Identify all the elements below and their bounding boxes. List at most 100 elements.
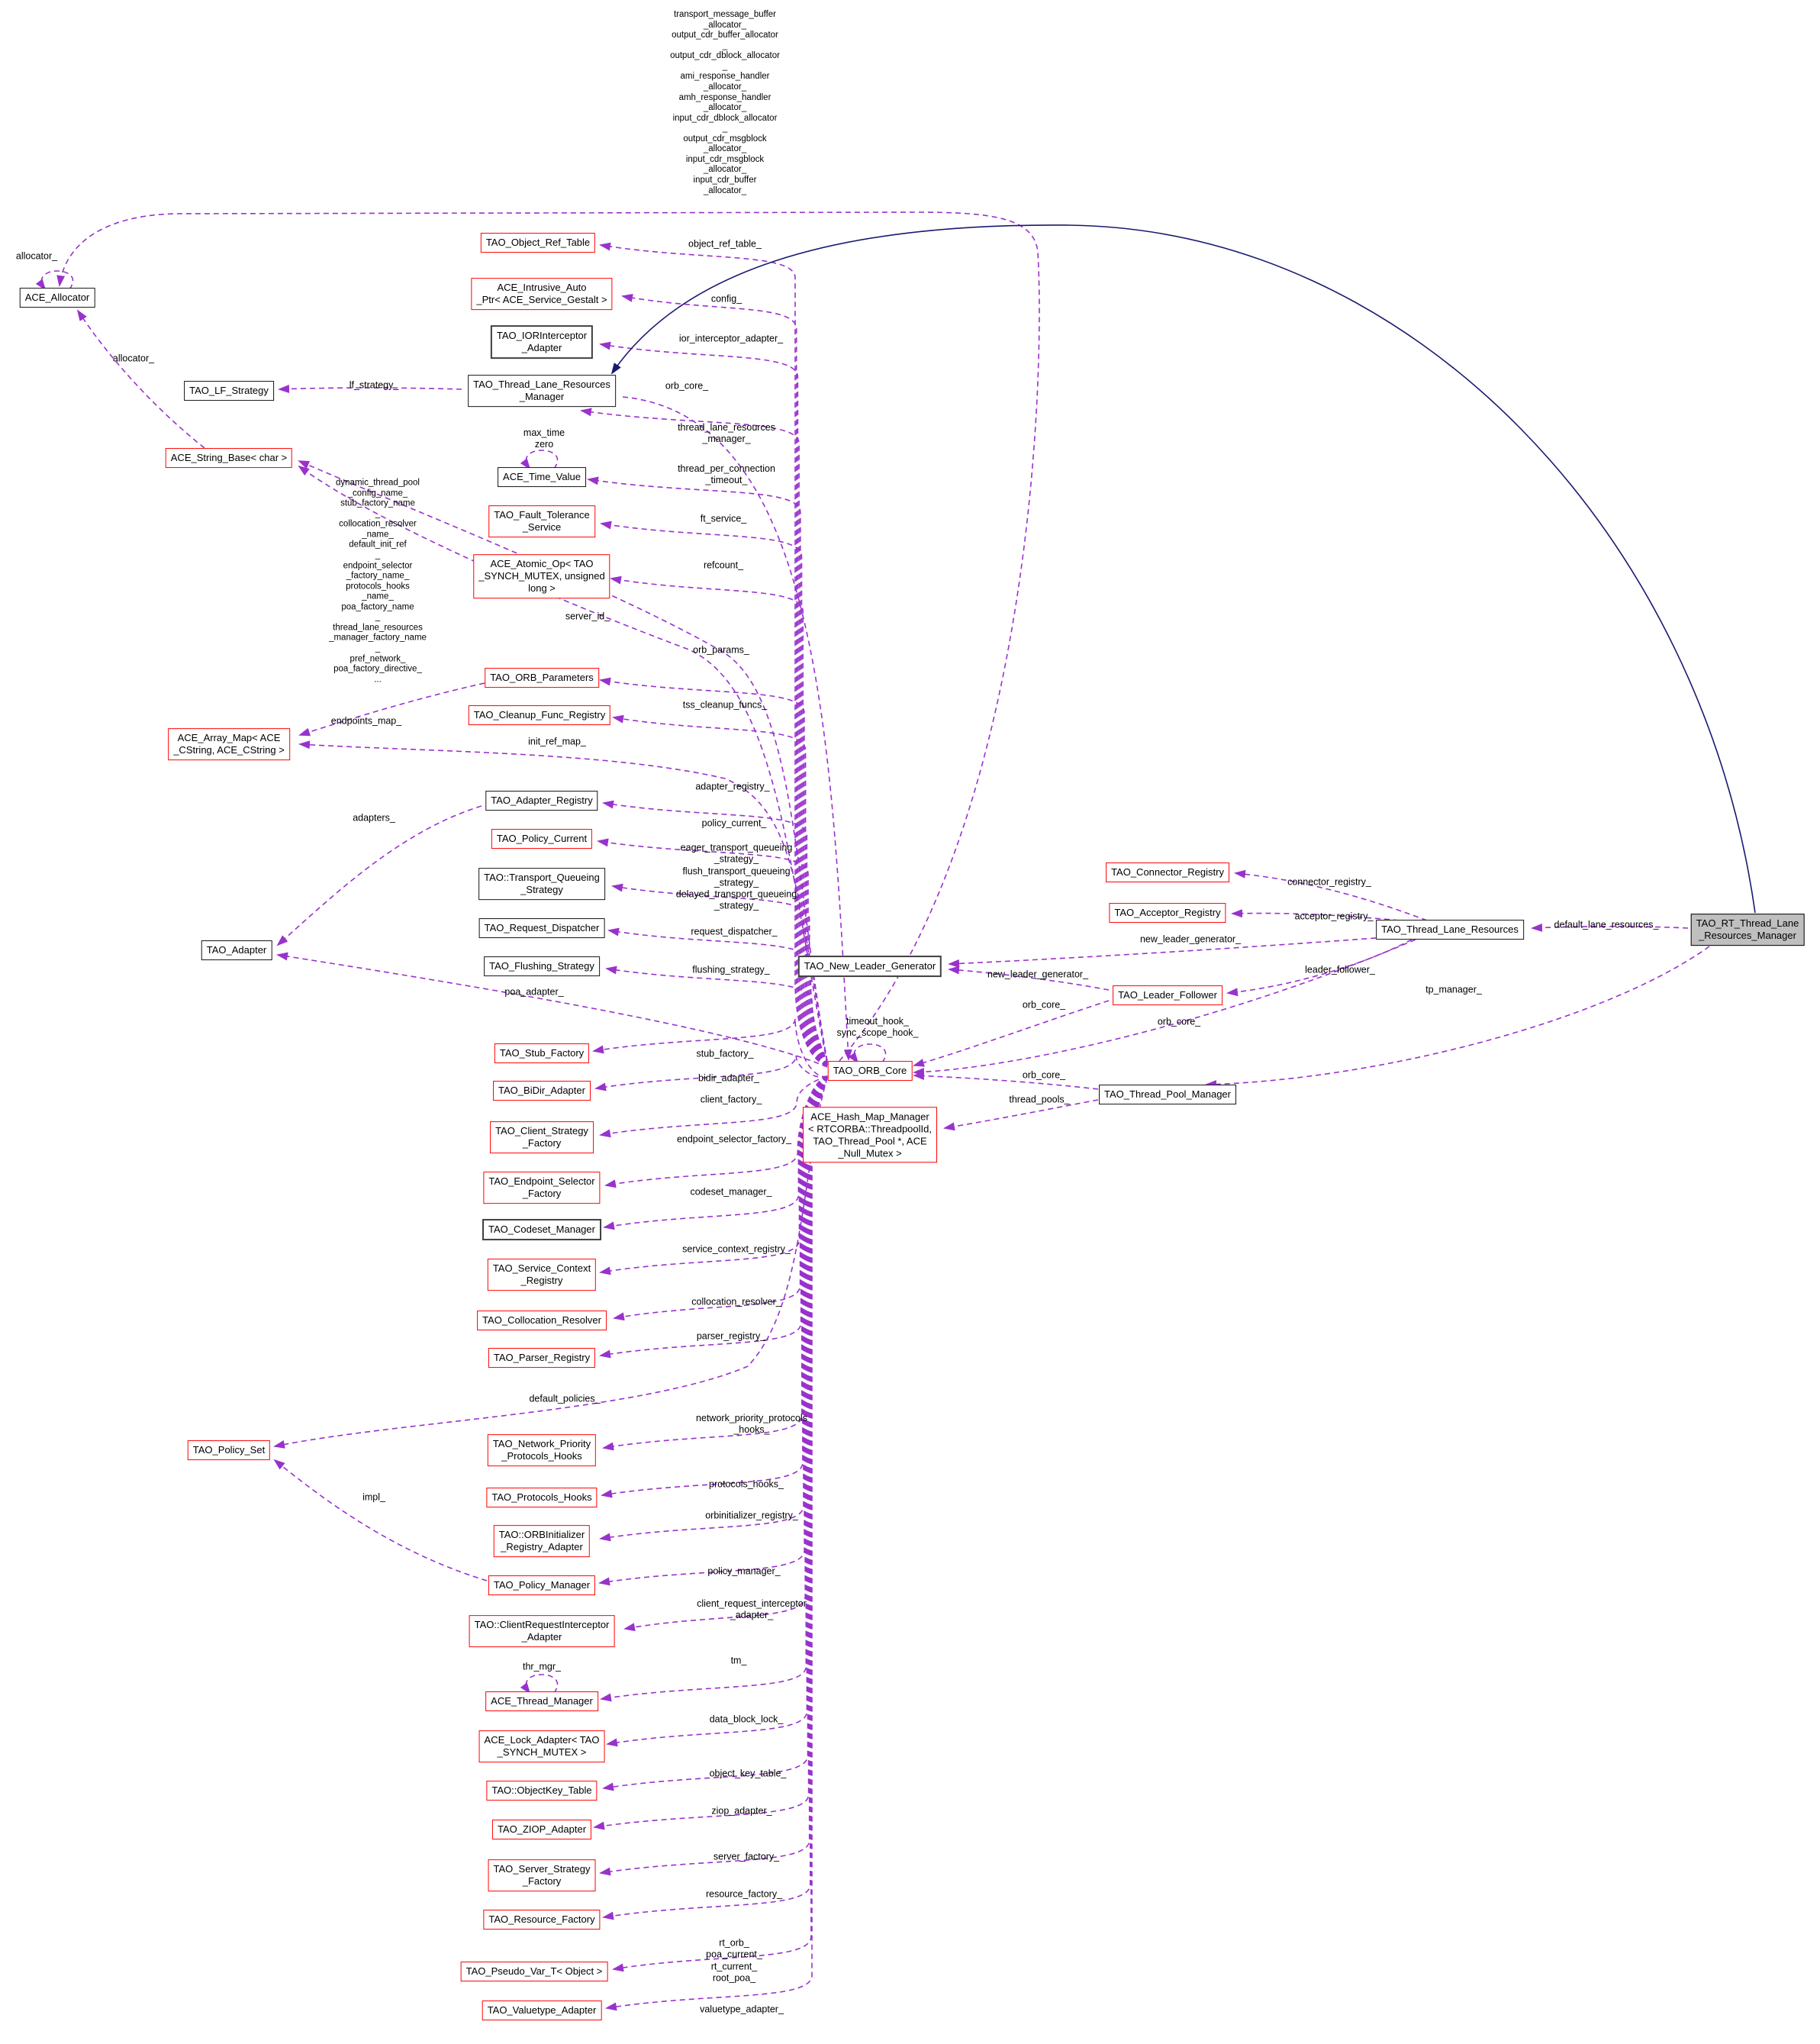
edge-label-line: valuetype_adapter_ (700, 2004, 784, 2015)
node-tao-leader-follower[interactable]: TAO_Leader_Follower (1113, 985, 1222, 1005)
edge-label-line: server_factory_ (713, 1851, 780, 1862)
node-tao-network-priority-protocols-hooks[interactable]: TAO_Network_Priority_Protocols_Hooks (487, 1434, 597, 1466)
node-tao-collocation-resolver[interactable]: TAO_Collocation_Resolver (477, 1311, 607, 1330)
edge-label-valuetype-adapter: valuetype_adapter_ (700, 2004, 784, 2015)
edge-label-line: collocation_resolver_ (691, 1296, 781, 1307)
edge-label-line: ami_response_handler (680, 72, 770, 82)
node-ace-thread-manager[interactable]: ACE_Thread_Manager (485, 1691, 598, 1711)
node-tao-request-dispatcher[interactable]: TAO_Request_Dispatcher (478, 918, 605, 938)
edge-tao-orb-core-to-tao-orb-core (848, 1043, 887, 1064)
node-tao-new-leader-generator[interactable]: TAO_New_Leader_Generator (797, 956, 942, 977)
edge-tao-adapter-registry-to-tao-adapter (276, 805, 482, 946)
node-tao-orb-parameters[interactable]: TAO_ORB_Parameters (485, 668, 599, 688)
node-label-line: TAO_Client_Strategy (495, 1125, 588, 1137)
node-tao-flushing-strategy[interactable]: TAO_Flushing_Strategy (484, 956, 600, 976)
node-tao-adapter[interactable]: TAO_Adapter (201, 940, 272, 960)
edge-label-line: amh_response_handler (678, 92, 771, 102)
edge-label-line: delayed_transport_queueing (675, 888, 797, 900)
edge-label-line: pref_network_ (350, 653, 406, 663)
edge-label-line: input_cdr_msgblock (685, 154, 765, 164)
edge-tao-orb-core-to-tao-server-strategy-factory (599, 1075, 828, 1876)
edge-ace-thread-manager-to-ace-thread-manager (520, 1674, 559, 1694)
node-tao-cleanup-func-registry[interactable]: TAO_Cleanup_Func_Registry (468, 705, 611, 725)
node-tao-thread-pool-manager[interactable]: TAO_Thread_Pool_Manager (1099, 1085, 1236, 1104)
node-tao-thread-lane-resources-manager[interactable]: TAO_Thread_Lane_Resources_Manager (468, 375, 616, 407)
edge-label-line: rt_current_ (710, 1961, 758, 1971)
node-label-line: TAO_Object_Ref_Table (485, 237, 591, 249)
node-label-line: ACE_Hash_Map_Manager (810, 1111, 929, 1123)
node-ace-lock-adapter[interactable]: ACE_Lock_Adapter< TAO_SYNCH_MUTEX > (478, 1730, 605, 1762)
node-tao-protocols-hooks[interactable]: TAO_Protocols_Hooks (486, 1488, 598, 1507)
node-ace-string-base[interactable]: ACE_String_Base< char > (165, 448, 293, 468)
node-tao-bidir-adapter[interactable]: TAO_BiDir_Adapter (493, 1081, 591, 1101)
node-tao-valuetype-adapter[interactable]: TAO_Valuetype_Adapter (482, 2000, 602, 2020)
node-tao-orbinitializer-registry-adapter[interactable]: TAO::ORBInitializer_Registry_Adapter (493, 1525, 591, 1557)
node-tao-lf-strategy[interactable]: TAO_LF_Strategy (184, 381, 274, 401)
node-ace-allocator[interactable]: ACE_Allocator (19, 288, 95, 308)
node-tao-policy-set[interactable]: TAO_Policy_Set (187, 1440, 271, 1460)
edge-label-line: thread_lane_resources (333, 623, 423, 633)
edge-label-allocator-self: allocator_ (16, 250, 57, 262)
node-label-line: _Manager (519, 391, 565, 402)
edge-tao-rt-thread-lane-resources-manager-to-tao-thread-lane-resources-manager (610, 224, 1756, 914)
node-label-line: < RTCORBA::ThreadpoolId, (808, 1123, 932, 1135)
edge-label-orb-core-lf: orb_core_ (1023, 999, 1065, 1011)
node-ace-intrusive-auto-ptr[interactable]: ACE_Intrusive_Auto_Ptr< ACE_Service_Gest… (471, 278, 613, 310)
edge-tao-orb-core-to-ace-time-value (587, 476, 828, 1066)
node-label-line: TAO_Resource_Factory (488, 1913, 595, 1926)
node-ace-time-value[interactable]: ACE_Time_Value (498, 467, 586, 487)
node-tao-fault-tolerance-service[interactable]: TAO_Fault_Tolerance_Service (488, 505, 595, 537)
node-tao-server-strategy-factory[interactable]: TAO_Server_Strategy_Factory (488, 1859, 596, 1891)
edge-label-line: object_ref_table_ (688, 238, 762, 250)
node-label-line: _Resources_Manager (1699, 930, 1796, 941)
node-label-line: TAO_Valuetype_Adapter (487, 2004, 597, 2017)
node-tao-iorinterceptor-adapter[interactable]: TAO_IORInterceptor_Adapter (490, 325, 594, 359)
edge-label-client-factory: client_factory_ (701, 1094, 762, 1105)
edge-label-client-request-interceptor-adapter: client_request_interceptor_adapter_ (697, 1598, 807, 1622)
node-tao-service-context-registry[interactable]: TAO_Service_Context_Registry (487, 1259, 597, 1291)
node-ace-array-map[interactable]: ACE_Array_Map< ACE_CString, ACE_CString … (168, 728, 290, 760)
edge-label-line: input_cdr_buffer (693, 175, 757, 185)
node-label-line: _Factory (522, 1188, 562, 1199)
node-tao-object-ref-table[interactable]: TAO_Object_Ref_Table (480, 233, 596, 253)
edge-label-default-lane-resources: default_lane_resources_ (1554, 919, 1659, 930)
node-tao-stub-factory[interactable]: TAO_Stub_Factory (494, 1043, 590, 1063)
node-ace-atomic-op[interactable]: ACE_Atomic_Op< TAO_SYNCH_MUTEX, unsigned… (473, 554, 610, 598)
node-ace-hash-map-manager[interactable]: ACE_Hash_Map_Manager< RTCORBA::Threadpoo… (803, 1107, 937, 1163)
edge-tao-orb-core-to-ace-string-base (298, 460, 828, 1062)
node-tao-pseudo-var-t[interactable]: TAO_Pseudo_Var_T< Object > (460, 1962, 608, 1981)
node-tao-adapter-registry[interactable]: TAO_Adapter_Registry (485, 791, 598, 811)
node-tao-acceptor-registry[interactable]: TAO_Acceptor_Registry (1109, 903, 1226, 923)
node-tao-connector-registry[interactable]: TAO_Connector_Registry (1106, 862, 1229, 882)
node-tao-clientrequestinterceptor-adapter[interactable]: TAO::ClientRequestInterceptor_Adapter (469, 1615, 615, 1647)
node-tao-client-strategy-factory[interactable]: TAO_Client_Strategy_Factory (490, 1121, 594, 1153)
node-label-line: _Service (522, 521, 562, 533)
node-label-line: TAO::ClientRequestInterceptor (474, 1619, 610, 1631)
node-label-line: ACE_Allocator (24, 292, 90, 304)
node-tao-objectkey-table[interactable]: TAO::ObjectKey_Table (486, 1781, 598, 1801)
node-tao-parser-registry[interactable]: TAO_Parser_Registry (488, 1348, 596, 1368)
edge-label-policy-current: policy_current_ (702, 817, 767, 829)
node-tao-policy-manager[interactable]: TAO_Policy_Manager (488, 1575, 596, 1595)
node-tao-transport-queueing-strategy[interactable]: TAO::Transport_Queueing_Strategy (478, 868, 605, 900)
node-tao-policy-current[interactable]: TAO_Policy_Current (491, 829, 593, 849)
edge-label-server-factory: server_factory_ (714, 1851, 779, 1862)
node-label-line: _Registry (520, 1275, 563, 1286)
edge-label-line: _factory_name_ (346, 571, 410, 581)
node-tao-resource-factory[interactable]: TAO_Resource_Factory (483, 1910, 601, 1930)
edge-label-line: _strategy_ (714, 853, 759, 865)
edge-label-timeout-sync: timeout_hook_sync_scope_hook_ (836, 1016, 918, 1040)
node-tao-thread-lane-resources[interactable]: TAO_Thread_Lane_Resources (1376, 920, 1524, 940)
edge-label-queueing-strategies: eager_transport_queueing_strategy_flush_… (676, 842, 797, 912)
edge-label-thread-per-connection-timeout: thread_per_connection_timeout_ (678, 463, 775, 487)
edge-label-line: _manager_factory_name (329, 633, 427, 643)
node-tao-endpoint-selector-factory[interactable]: TAO_Endpoint_Selector_Factory (483, 1172, 601, 1204)
edge-label-default-policies: default_policies_ (529, 1393, 600, 1404)
node-label-line: TAO_IORInterceptor (496, 330, 588, 342)
edge-label-line: _timeout_ (705, 475, 748, 485)
node-tao-orb-core[interactable]: TAO_ORB_Core (827, 1061, 913, 1081)
edge-label-line: _hooks_ (733, 1424, 770, 1435)
node-tao-ziop-adapter[interactable]: TAO_ZIOP_Adapter (491, 1820, 592, 1839)
node-tao-codeset-manager[interactable]: TAO_Codeset_Manager (482, 1219, 601, 1240)
